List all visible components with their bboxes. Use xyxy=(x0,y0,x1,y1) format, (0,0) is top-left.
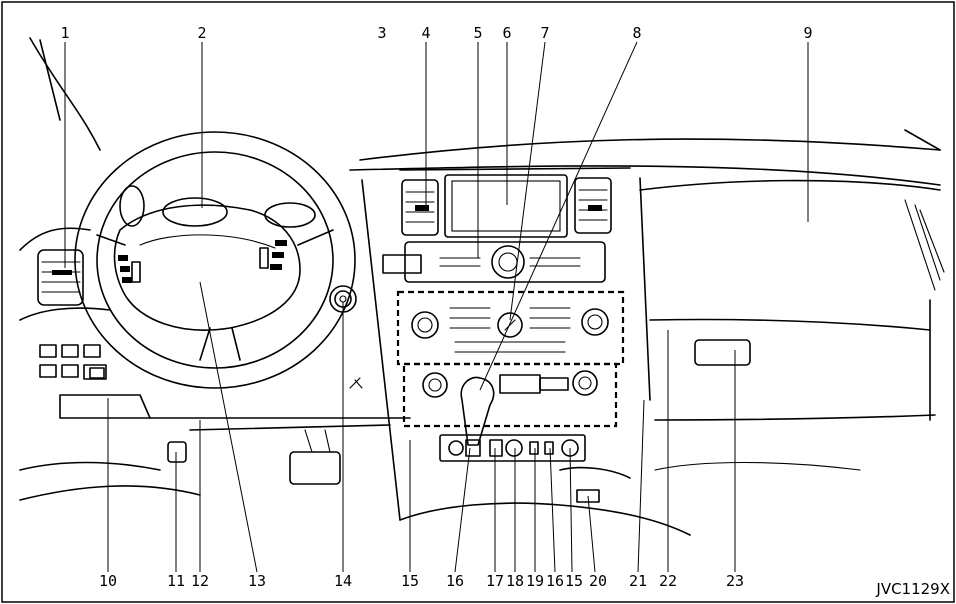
callout-11: 11 xyxy=(167,572,185,590)
callout-6: 6 xyxy=(502,24,511,42)
parking-brake-pedal xyxy=(167,441,187,463)
callout-15: 15 xyxy=(401,572,419,590)
callout-10: 10 xyxy=(99,572,117,590)
center-stack xyxy=(361,167,691,536)
callout-16b: 16 xyxy=(546,572,564,590)
callout-19: 19 xyxy=(526,572,544,590)
console-switch-strip xyxy=(439,434,586,462)
callout-23: 23 xyxy=(726,572,744,590)
callout-13: 13 xyxy=(248,572,266,590)
top-callouts: 1 2 3 4 5 6 7 8 9 xyxy=(60,24,812,42)
left-vent xyxy=(37,249,84,306)
callout-1: 1 xyxy=(60,24,69,42)
center-vent-left xyxy=(401,179,439,236)
callout-17: 17 xyxy=(486,572,504,590)
callout-16: 16 xyxy=(446,572,464,590)
center-display xyxy=(444,174,568,238)
center-vent-right xyxy=(574,177,612,234)
dashboard-drawing xyxy=(19,37,945,536)
bottom-callouts: 10 11 12 13 14 15 16 17 18 19 16 15 20 2… xyxy=(99,572,744,590)
callout-8: 8 xyxy=(632,24,641,42)
figure-code: JVC1129X xyxy=(875,580,950,598)
callout-15b: 15 xyxy=(565,572,583,590)
center-dial xyxy=(491,245,525,279)
callout-leaders xyxy=(64,41,809,573)
callout-21: 21 xyxy=(629,572,647,590)
callout-2: 2 xyxy=(197,24,206,42)
callout-9: 9 xyxy=(803,24,812,42)
callout-18: 18 xyxy=(506,572,524,590)
passenger-side xyxy=(649,199,945,471)
callout-20: 20 xyxy=(589,572,607,590)
steering-wheel xyxy=(74,131,356,389)
callout-4: 4 xyxy=(421,24,430,42)
callout-12: 12 xyxy=(191,572,209,590)
region-lower xyxy=(402,362,618,428)
left-switch-bank xyxy=(39,344,151,419)
wheel-right-switches xyxy=(259,240,287,270)
wheel-left-switches xyxy=(118,255,141,283)
shift-lever xyxy=(460,376,495,446)
callout-14: 14 xyxy=(334,572,352,590)
callout-7: 7 xyxy=(540,24,549,42)
glove-box-handle xyxy=(694,339,751,366)
callout-3: 3 xyxy=(377,24,386,42)
callout-5: 5 xyxy=(473,24,482,42)
accelerator-pedal xyxy=(289,451,341,485)
region-upper xyxy=(396,290,625,366)
callout-22: 22 xyxy=(659,572,677,590)
